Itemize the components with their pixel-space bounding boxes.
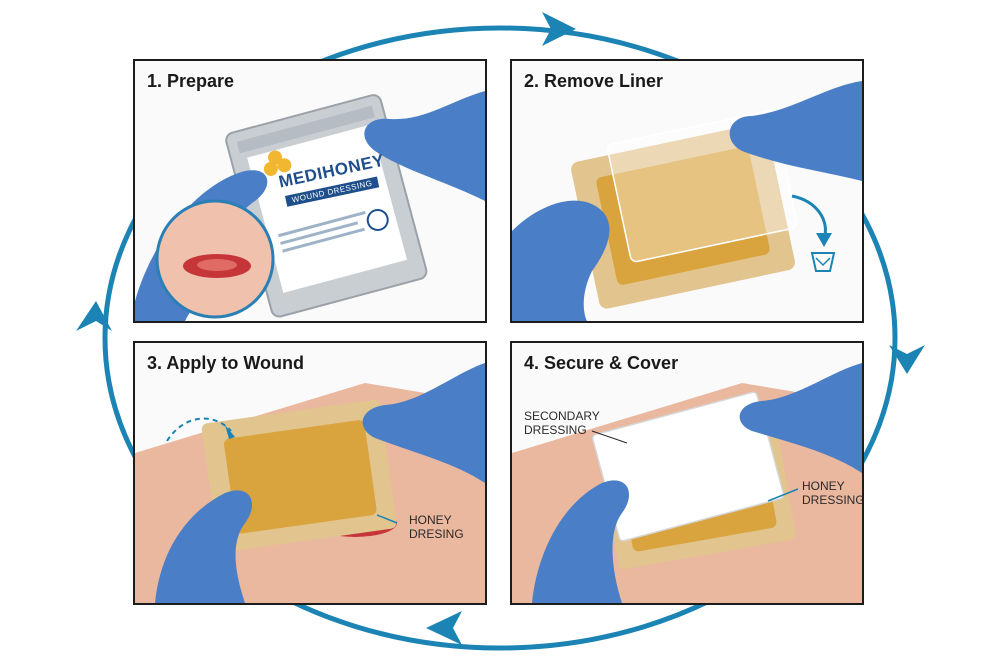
step-panel-remove-liner: 2. Remove Liner [510,59,864,323]
prepare-illustration [135,91,485,321]
cycle-arrow-icon [76,301,112,331]
honey-dressing-callout: HONEY DRESING [409,513,464,541]
callout-line: SECONDARY [524,409,600,423]
glove-left-hand [155,490,253,603]
glove-left-hand [532,480,630,603]
trash-bin-icon [810,252,836,272]
glove-right-hand [364,91,485,201]
glove-right-hand [739,363,862,473]
secure-illustration [512,363,862,603]
apply-illustration [135,363,485,603]
cycle-ring [102,25,898,651]
step-panel-prepare: 1. Prepare MEDIHONEY WOUND DRESSING [133,59,487,323]
callout-line: HONEY [802,479,845,493]
curved-arrow-icon [791,194,827,240]
callout-line: DRESSING [524,423,587,437]
honey-dressing-callout: HONEY DRESSING [802,479,864,507]
step-panel-apply: 3. Apply to Wound HONEY DRESING [133,341,487,605]
callout-line: DRESING [409,527,464,541]
cycle-arrow-icon [426,611,462,645]
glove-right-hand [362,363,485,483]
honey-gel [224,420,377,534]
step-title: 4. Secure & Cover [524,353,679,373]
step-title: 3. Apply to Wound [147,353,304,373]
remove-liner-illustration [512,81,862,321]
step-title: 2. Remove Liner [524,71,664,91]
step-title: 1. Prepare [147,71,235,91]
step-panel-secure: 4. Secure & Cover SECONDARY DRESSING HON… [510,341,864,605]
glove-right-hand [729,81,862,181]
glove-left-hand [512,200,610,321]
secondary-dressing-callout: SECONDARY DRESSING [524,409,600,437]
cycle-arrow-icon [889,345,925,374]
cycle-arrow-icon [542,12,576,46]
honey-gel [596,146,770,285]
curved-arrow-icon [166,417,232,442]
callout-line: HONEY [409,513,452,527]
callout-line: DRESSING [802,493,864,507]
